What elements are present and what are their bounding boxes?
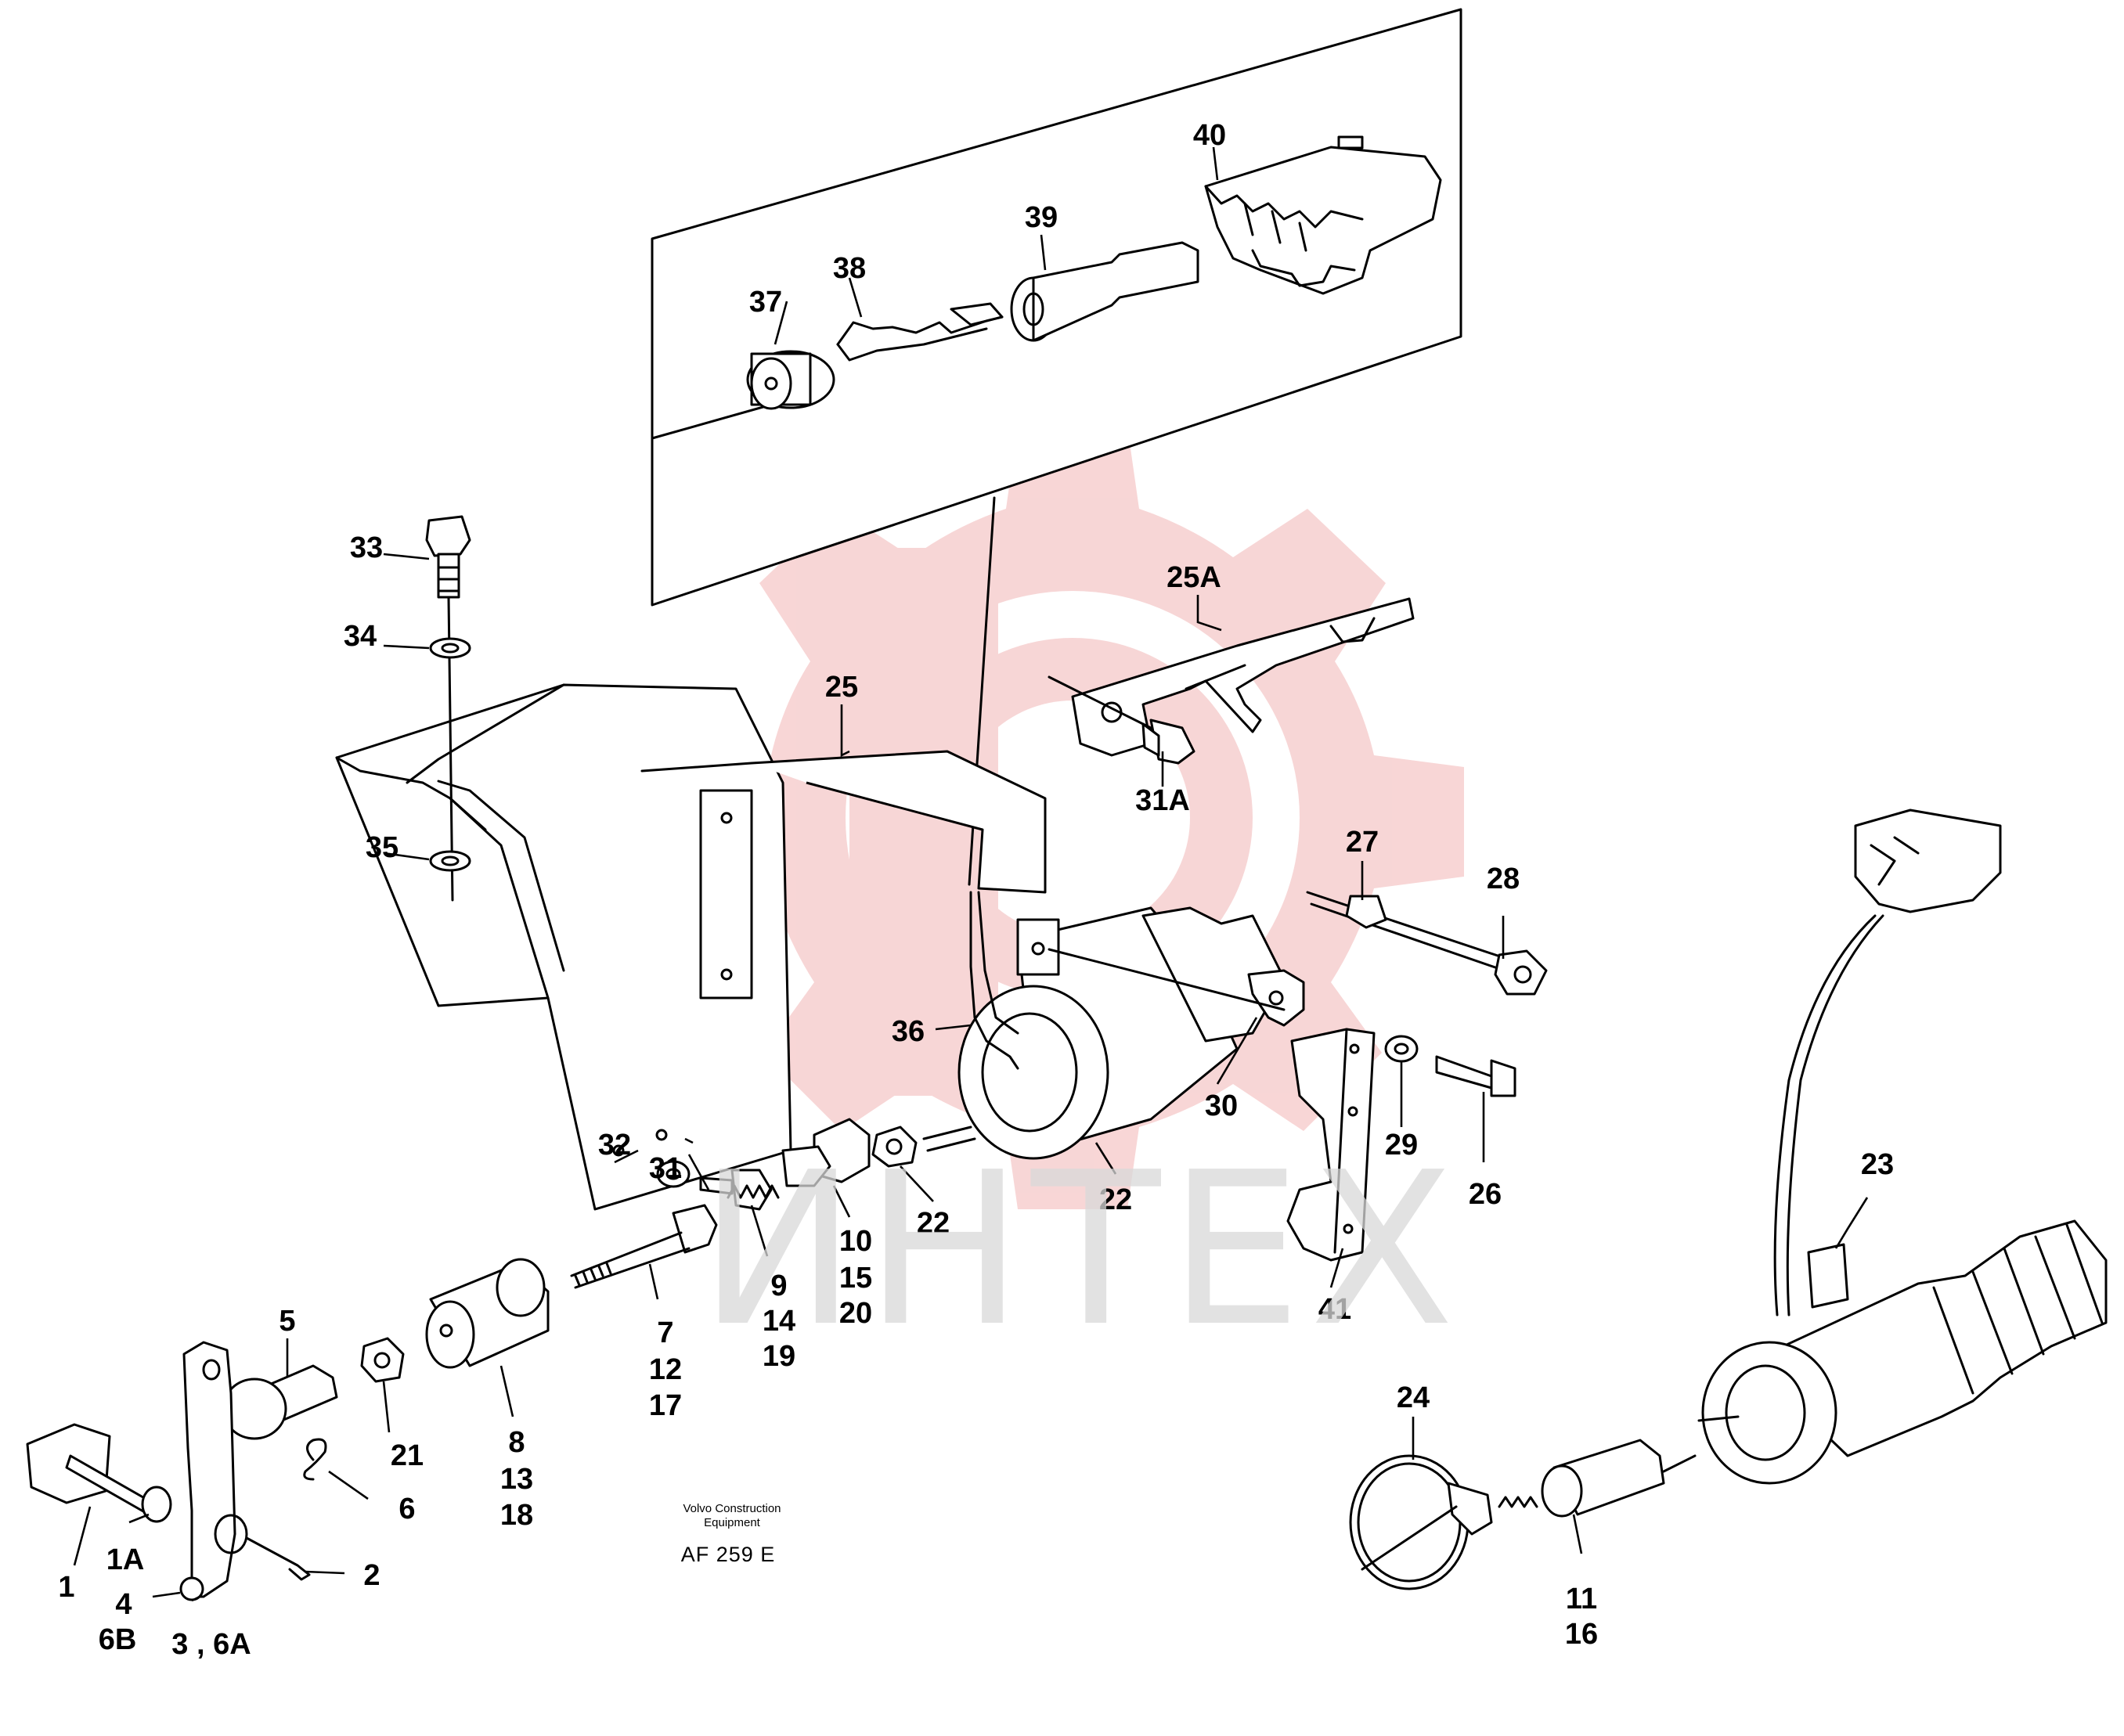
label-35: 35 (366, 831, 398, 864)
part-29-washer (1384, 1035, 1419, 1063)
label-4: 4 (115, 1588, 132, 1621)
label-11: 11 (1566, 1583, 1597, 1615)
label-16: 16 (1565, 1618, 1598, 1651)
part-35-washer (429, 850, 471, 872)
label-31A: 31A (1135, 784, 1190, 817)
label-7: 7 (657, 1316, 673, 1349)
label-21: 21 (391, 1439, 424, 1472)
leader-lines (73, 146, 1869, 1602)
label-30: 30 (1205, 1090, 1238, 1122)
label-13: 13 (500, 1463, 533, 1496)
publisher-block: Volvo Construction Equipment AF 259 E (681, 1502, 781, 1566)
part-30-clip (1247, 969, 1305, 1027)
label-5: 5 (279, 1305, 295, 1338)
label-10: 10 (839, 1225, 872, 1258)
label-37: 37 (749, 286, 782, 319)
threaded-rod (922, 1126, 976, 1152)
label-39: 39 (1025, 201, 1058, 234)
part-3-lever (182, 1341, 248, 1598)
watermark-text: ИНТЕХ (698, 1126, 1462, 1373)
label-38: 38 (833, 252, 866, 285)
label-25: 25 (825, 671, 858, 704)
publisher-line1: Volvo Construction (683, 1502, 781, 1515)
part-22-nut (871, 1126, 918, 1168)
label-6: 6 (398, 1493, 415, 1525)
part-26-bolt (1435, 1055, 1516, 1097)
drawing-code: AF 259 E (681, 1543, 776, 1566)
part-34-washer (429, 637, 471, 659)
part-11-fitting (1498, 1439, 1697, 1518)
label-22-nut: 22 (917, 1207, 950, 1240)
part-32-washer (656, 1160, 691, 1188)
label-28: 28 (1487, 863, 1520, 895)
label-41: 41 (1318, 1293, 1351, 1326)
label-36: 36 (892, 1015, 925, 1048)
label-27: 27 (1346, 826, 1379, 859)
part-23-solenoid-assembly (1697, 809, 2108, 1485)
label-3-6A: 3 , 6A (171, 1628, 251, 1661)
label-22-solenoid: 22 (1099, 1183, 1132, 1216)
label-18: 18 (500, 1499, 533, 1532)
callout-labels: 1 1A 2 4 6B 3 , 6A 5 6 21 7 12 17 8 13 1… (58, 119, 1894, 1661)
part-22-stop-solenoid (957, 891, 1286, 1160)
part-25-cover-bracket (335, 683, 1047, 1211)
part-24-hose-clamp (1349, 1454, 1493, 1590)
label-6B: 6B (99, 1623, 137, 1656)
part-37-seal-sleeve (746, 350, 835, 410)
label-12: 12 (649, 1353, 682, 1386)
label-25A: 25A (1167, 561, 1221, 594)
label-23: 23 (1861, 1148, 1894, 1181)
label-15: 15 (839, 1262, 872, 1295)
label-31: 31 (649, 1152, 682, 1185)
label-34: 34 (344, 620, 377, 653)
part-1-pin (65, 1454, 172, 1523)
label-32: 32 (598, 1129, 631, 1162)
label-26: 26 (1469, 1178, 1502, 1211)
part-6-clip (303, 1438, 327, 1481)
part-8-cylinder (425, 1258, 550, 1369)
part-40-multi-plug (1204, 135, 1442, 295)
label-24: 24 (1397, 1381, 1430, 1414)
connector-inset-panel (651, 8, 1462, 607)
label-17: 17 (649, 1389, 682, 1422)
part-28-nut (1494, 949, 1548, 996)
part-33-bolt (425, 515, 471, 599)
part-38-terminal-pin (836, 302, 1004, 362)
part-41-support-bracket (1286, 1028, 1376, 1262)
publisher-line2: Equipment (704, 1516, 761, 1529)
label-9: 9 (770, 1270, 787, 1302)
label-19: 19 (763, 1340, 795, 1373)
label-2: 2 (363, 1559, 380, 1592)
part-21-nut (360, 1337, 405, 1383)
part-9-spring (727, 1184, 780, 1199)
label-29: 29 (1385, 1129, 1418, 1162)
label-20: 20 (839, 1297, 872, 1330)
part-5-ball-joint (222, 1364, 338, 1440)
part-25A-mount-bracket (1071, 597, 1415, 757)
label-1: 1 (58, 1571, 74, 1604)
part-2-split-pin (245, 1536, 311, 1581)
part-10-adjuster (781, 1118, 871, 1187)
label-14: 14 (763, 1305, 795, 1338)
part-39-connector-housing (1010, 241, 1199, 342)
part-7-threaded-rod (570, 1204, 718, 1289)
label-1A: 1A (106, 1543, 145, 1576)
label-8: 8 (508, 1426, 525, 1459)
label-40: 40 (1193, 119, 1226, 152)
label-33: 33 (350, 531, 383, 564)
